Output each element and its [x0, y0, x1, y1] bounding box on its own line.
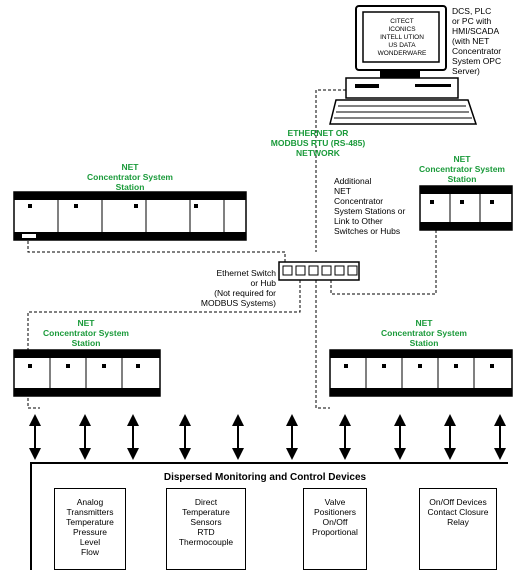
station-rack-top-right [419, 185, 513, 231]
monitoring-frame [30, 462, 508, 570]
network-connections [27, 89, 437, 409]
ethernet-switch [278, 261, 360, 281]
station-label-bottom-left: NET Concentrator System Station [43, 318, 129, 348]
screen-line: ICONICS [388, 26, 416, 33]
network-label: ETHERNET OR MODBUS RTU (RS-485) NETWORK [270, 128, 366, 158]
screen-line: CITECT [390, 18, 414, 25]
switch-label: Ethernet Switch or Hub (Not required for… [200, 268, 276, 308]
additional-stations-note: Additional NET Concentrator System Stati… [334, 176, 406, 236]
device-box-onoff: On/Off Devices Contact Closure Relay [419, 488, 497, 570]
station-label-bottom-right: NET Concentrator System Station [381, 318, 467, 348]
station-label-top-right: NET Concentrator System Station [419, 154, 505, 184]
device-box-analog: Analog Transmitters Temperature Pressure… [54, 488, 126, 570]
station-rack-bottom-left [13, 349, 161, 397]
device-box-temperature: Direct Temperature Sensors RTD Thermocou… [166, 488, 246, 570]
io-arrows [29, 414, 506, 460]
screen-line: US DATA [388, 42, 416, 49]
computer-label: DCS, PLC or PC with HMI/SCADA (with NET … [452, 6, 502, 76]
computer-screen-text: CITECT ICONICS INTELL UTION US DATA WOND… [366, 18, 438, 58]
station-label-top-left: NET Concentrator System Station [87, 162, 173, 192]
screen-line: INTELL UTION [380, 34, 424, 41]
station-rack-bottom-right [329, 349, 513, 397]
station-rack-top-left [13, 191, 247, 241]
monitoring-title: Dispersed Monitoring and Control Devices [163, 472, 367, 483]
workstation-computer [329, 5, 478, 125]
device-box-valve: Valve Positioners On/Off Proportional [303, 488, 367, 570]
screen-line: WONDERWARE [377, 50, 427, 57]
